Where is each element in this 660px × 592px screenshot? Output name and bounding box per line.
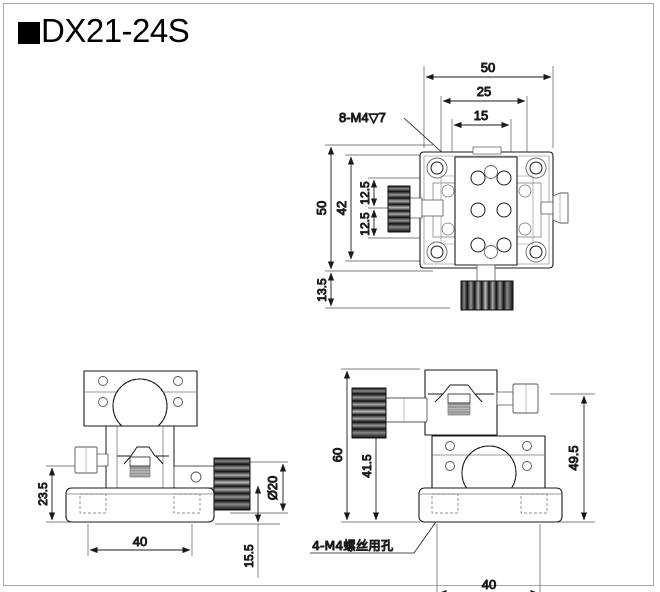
dim-top-height-42: 42: [334, 154, 440, 262]
dim-label: 15.5: [242, 544, 256, 568]
dim-top-half-lower-12p5: 12.5: [358, 209, 440, 239]
top-right-shaft-assembly: [540, 192, 569, 224]
dim-side-height-49p5: 49.5: [550, 393, 595, 523]
dim-label: 40: [133, 534, 147, 549]
top-slot: [472, 146, 502, 155]
dim-top-knob-offset-13p5: 13.5: [315, 272, 450, 309]
front-right-knob: [173, 457, 251, 511]
front-base-plate: [65, 487, 215, 523]
top-corner-holes: [426, 157, 547, 263]
dim-top-height-50: 50: [314, 144, 433, 272]
annotation-4-m4-screw-holes: 4-M4螺丝用孔: [310, 518, 439, 554]
front-upper-block: [83, 370, 198, 434]
top-view-group: 50 25 15 50 42: [314, 60, 569, 311]
part-number-label: DX21-24S: [41, 12, 190, 49]
bullet-square-icon: [18, 22, 40, 44]
annotation-label: 4-M4螺丝用孔: [312, 538, 394, 553]
top-m4-hole-pattern: [470, 165, 512, 259]
side-right-knob: [496, 383, 539, 414]
annotation-label: 8-M4▽7: [339, 110, 386, 125]
side-lower-block: [431, 435, 546, 501]
side-top-carriage: [424, 369, 498, 436]
dim-top-width-25: 25: [440, 84, 528, 152]
front-left-knob: [74, 446, 109, 474]
front-middle-body: [105, 425, 175, 489]
dim-label: 50: [314, 201, 329, 215]
dim-label: 41.5: [360, 454, 374, 478]
dim-label: 50: [481, 60, 495, 75]
annotation-8-m4-depth7: 8-M4▽7: [339, 110, 479, 186]
dim-side-height-60: 60: [330, 368, 420, 523]
dim-label: 15: [474, 108, 488, 123]
side-base-plate: [418, 487, 563, 523]
front-view-group: 23.5 40 Ø20 15.5: [36, 370, 288, 578]
page-title: DX21-24S: [18, 12, 190, 50]
dim-side-width-40: 40: [436, 524, 541, 592]
dim-label: 25: [477, 84, 491, 99]
dim-label: 12.5: [358, 212, 372, 236]
dim-label: 13.5: [315, 278, 329, 302]
dim-front-knob-center-15p5: 15.5: [215, 485, 280, 578]
dim-top-width-50: 50: [423, 60, 554, 148]
top-left-knob-assembly: [387, 185, 444, 233]
dim-label: Ø20: [265, 476, 280, 501]
dim-label: 60: [330, 448, 345, 462]
top-bottom-knob: [460, 264, 514, 311]
dim-front-width-40: 40: [87, 524, 193, 556]
side-left-knob: [351, 387, 428, 439]
dim-label: 40: [482, 577, 496, 592]
dim-label: 42: [334, 201, 349, 215]
dim-label: 49.5: [566, 445, 581, 470]
dim-label: 23.5: [36, 482, 50, 506]
side-view-group: 60 41.5 49.5 40 4-M4螺丝用孔: [310, 368, 595, 592]
dim-label: 12.5: [358, 181, 372, 205]
